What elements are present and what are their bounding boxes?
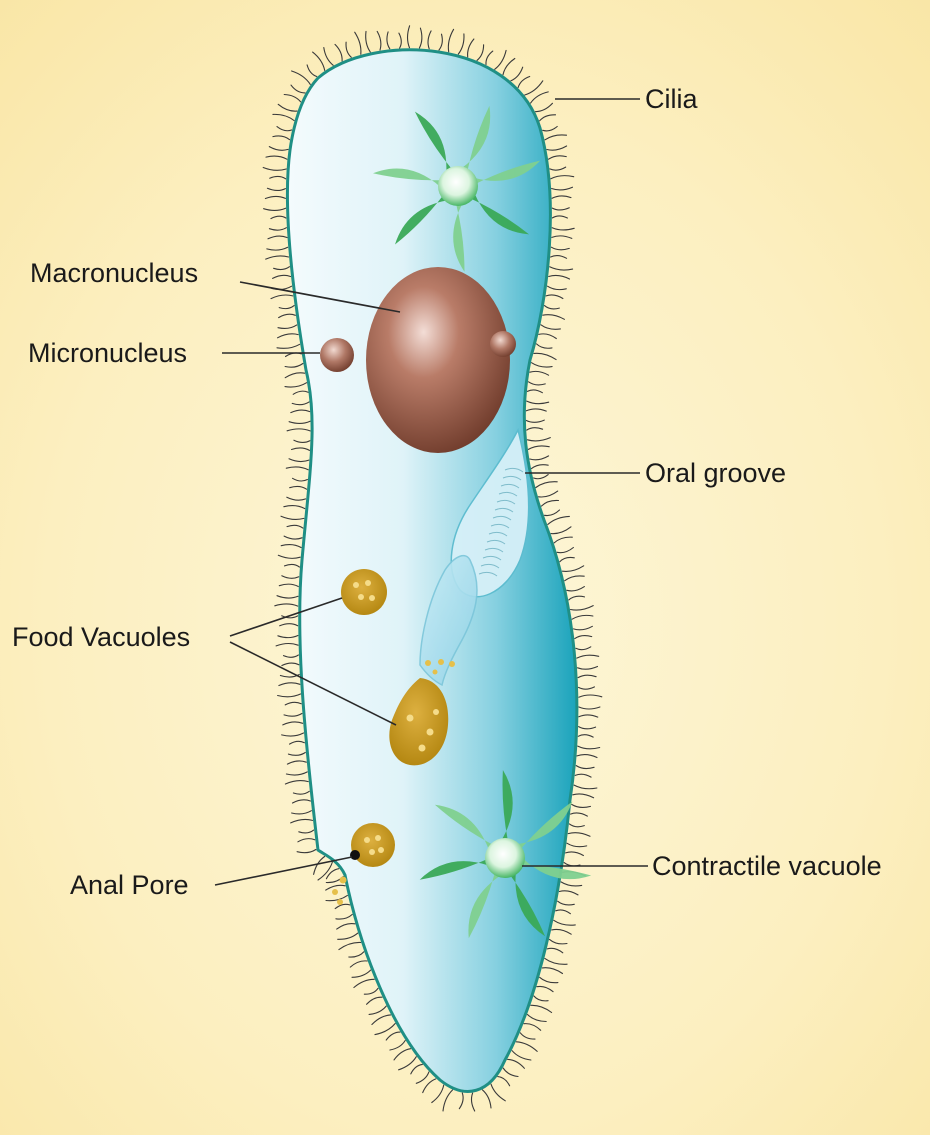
food-vacuole-upper bbox=[341, 569, 387, 615]
label-cilia: Cilia bbox=[645, 84, 698, 114]
label-oral-groove: Oral groove bbox=[645, 458, 786, 488]
vacuole-center bbox=[438, 166, 478, 206]
label-food-vacuoles: Food Vacuoles bbox=[12, 622, 190, 652]
anal-pore bbox=[350, 850, 360, 860]
label-micronucleus: Micronucleus bbox=[28, 338, 187, 368]
label-macronucleus: Macronucleus bbox=[30, 258, 198, 288]
label-anal-pore: Anal Pore bbox=[70, 870, 189, 900]
vacuole-center bbox=[485, 838, 525, 878]
food-vacuole-anal bbox=[351, 823, 395, 867]
label-contractile-vacuole: Contractile vacuole bbox=[652, 851, 882, 881]
macronucleus bbox=[366, 267, 510, 453]
micronucleus-right bbox=[490, 331, 516, 357]
micronucleus-left bbox=[320, 338, 354, 372]
